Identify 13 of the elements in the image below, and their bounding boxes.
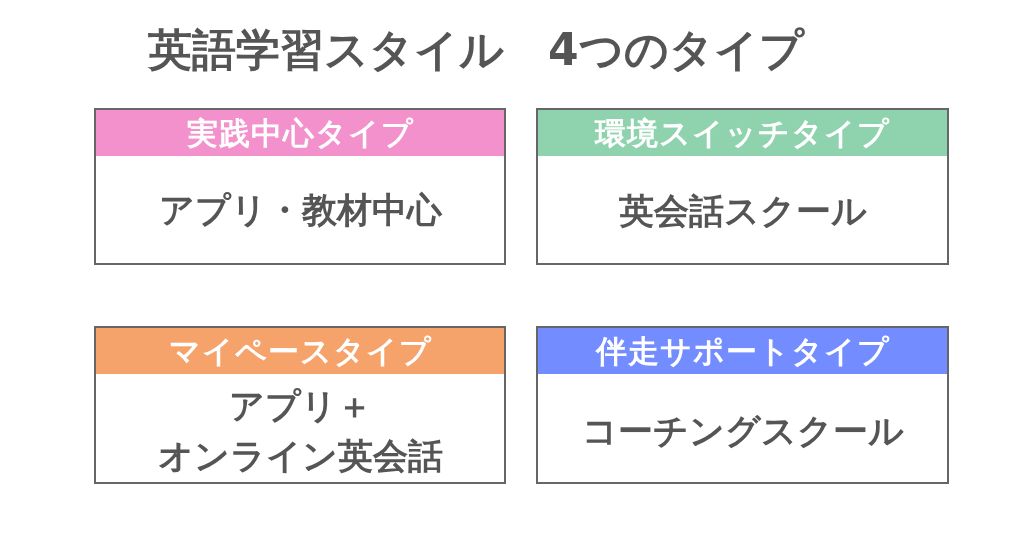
card-text: コーチングスクール <box>581 410 904 453</box>
type-card <box>94 326 506 484</box>
card-text: 英会話スクール <box>618 190 867 233</box>
type-card <box>536 326 949 484</box>
type-card <box>94 108 506 265</box>
card-header: 実践中心タイプ <box>96 110 504 156</box>
type-card <box>536 108 949 265</box>
card-text: アプリ・教材中心 <box>158 189 442 232</box>
card-text: アプリ＋オンライン英会話 <box>157 385 443 478</box>
card-header: 環境スイッチタイプ <box>538 110 947 156</box>
title: 英語学習スタイル 4つのタイプ <box>148 23 804 77</box>
card-header: 伴走サポートタイプ <box>538 328 947 374</box>
card-header: マイペースタイプ <box>96 328 504 374</box>
